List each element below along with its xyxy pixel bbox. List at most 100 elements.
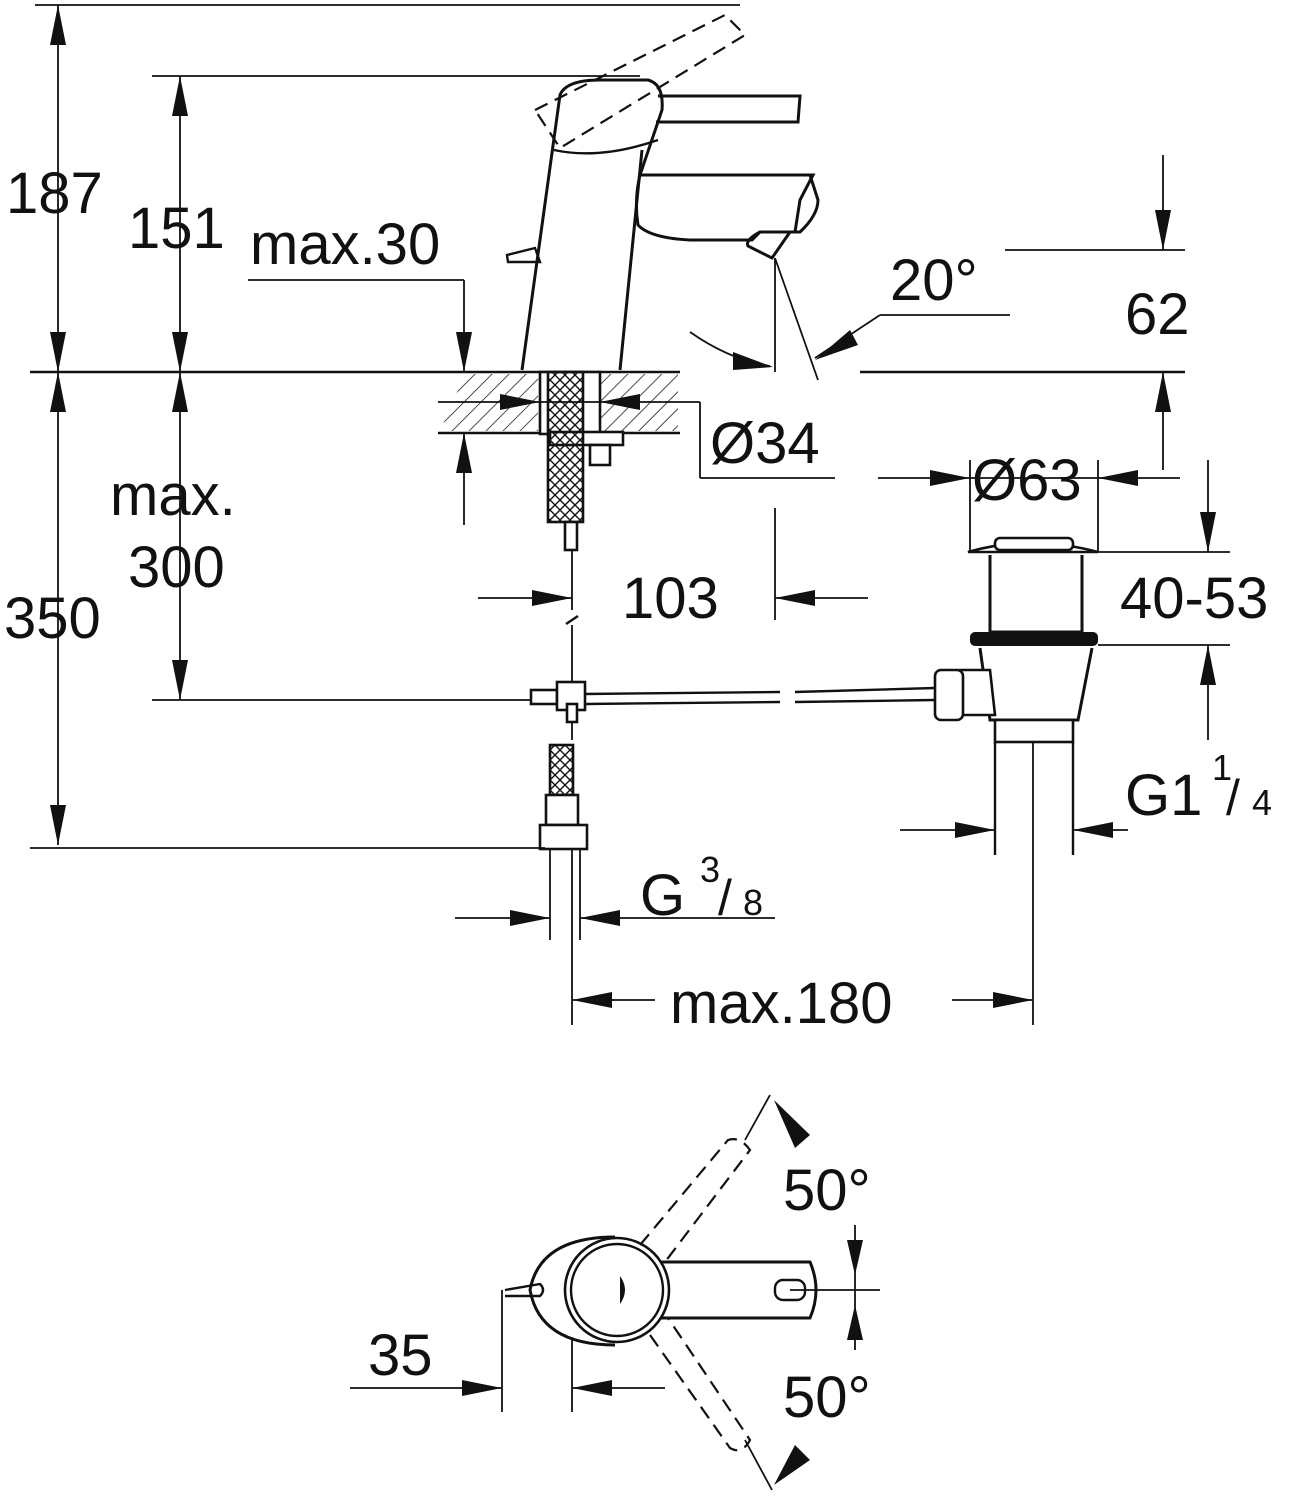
dim-20-arrow-right <box>815 330 858 360</box>
dim-50-top-arrow <box>774 1100 810 1148</box>
dim-62-arrow-bottom <box>1155 372 1171 412</box>
linkage-rod-bottom-right <box>794 698 936 704</box>
label-4053: 40-53 <box>1120 566 1268 631</box>
label-g114-slash: / <box>1226 770 1240 826</box>
drain-assembly <box>933 536 1099 1025</box>
label-g38-den: 8 <box>743 882 763 923</box>
faucet-cap-line <box>553 138 659 155</box>
lever-handle <box>656 94 802 124</box>
lever-raised-position <box>533 13 747 150</box>
label-20deg: 20° <box>890 248 978 313</box>
linkage-vertical-pin <box>565 702 579 724</box>
dim-62-arrow-top <box>1155 210 1171 250</box>
mount-nut-lower <box>588 443 612 467</box>
top-view-cartridge-inner <box>569 1242 665 1338</box>
dim-35-arrow-right <box>572 1380 612 1396</box>
top-view-lever-rotated-down <box>649 1317 752 1452</box>
dim-151-arrow-top <box>172 76 188 116</box>
dim-151-arrow-bottom <box>172 332 188 372</box>
dim-35-arrow-left <box>462 1380 502 1396</box>
label-35: 35 <box>368 1323 433 1388</box>
spout <box>655 173 820 260</box>
drain-pivot-nut <box>933 668 965 722</box>
dim-20-arc <box>689 331 771 367</box>
label-187: 187 <box>6 161 103 226</box>
dim-103-arrow-left <box>532 590 572 606</box>
dim-300-arrow-top <box>172 372 188 412</box>
popup-rod <box>505 246 542 264</box>
dim-20-incline <box>774 257 819 381</box>
drain-pivot-connector <box>958 668 997 717</box>
hose-fitting-lower <box>544 793 580 827</box>
faucet-top-view <box>350 1094 880 1491</box>
label-dia63: Ø63 <box>972 448 1082 513</box>
dim-350-arrow-top <box>50 372 66 412</box>
label-max180: max.180 <box>670 971 892 1036</box>
braided-hose-upper <box>546 370 585 524</box>
label-350: 350 <box>4 586 101 651</box>
label-g114-num: 1 <box>1212 747 1232 788</box>
top-view-lever-rotated-up <box>639 1138 752 1263</box>
dim-187-arrow-top <box>50 5 66 45</box>
top-view-body <box>528 1235 616 1347</box>
faucet-side-view <box>30 13 1185 1025</box>
dim-4053-arrow-bottom <box>1200 645 1216 685</box>
dim-50-top-ext <box>744 1094 771 1141</box>
label-g38-slash: / <box>718 870 732 926</box>
dim-187-arrow-bottom <box>50 332 66 372</box>
faucet-body-right <box>618 149 644 371</box>
label-g114: G1 <box>1125 763 1202 828</box>
linkage-rod-bottom <box>584 700 781 706</box>
top-view-indicator <box>620 1276 625 1304</box>
dimension-labels: 187 151 max.30 20° 62 Ø34 Ø63 max. 300 3… <box>4 161 1272 1430</box>
dim-4053-arrow-top <box>1200 512 1216 552</box>
label-103: 103 <box>622 566 719 631</box>
dim-50-center-arrow-bottom <box>847 1305 863 1340</box>
dimension-lines <box>30 4 1230 1008</box>
label-g114-main: G1 <box>1125 763 1202 828</box>
drain-lower-body <box>978 647 1094 722</box>
drain-cap <box>993 536 1075 552</box>
dim-300-arrow-bottom <box>172 660 188 700</box>
hose-connector-nut <box>538 823 589 851</box>
dim-63-arrow-right <box>1098 470 1138 486</box>
dim-max30-arrow-bottom <box>456 433 472 473</box>
dim-63-arrow-left <box>930 470 970 486</box>
dim-180-arrow-left <box>572 992 612 1008</box>
dim-350-arrow-bottom <box>50 805 66 845</box>
dim-50-bottom-arrow <box>774 1445 810 1485</box>
dim-20-arrow-left <box>733 352 773 370</box>
braided-hose-lower <box>548 743 575 797</box>
drain-body <box>988 555 1084 634</box>
hose-break-mark <box>565 615 579 625</box>
dim-g114-arrow-left <box>955 822 995 838</box>
label-50-bottom: 50° <box>783 1365 871 1430</box>
dim-180-arrow-right <box>993 992 1033 1008</box>
label-151: 151 <box>128 196 225 261</box>
dim-50-center-arrow-top <box>847 1240 863 1275</box>
drain-gasket <box>970 632 1098 646</box>
linkage-rod-top <box>584 690 781 696</box>
dim-103-arrow-right <box>775 590 815 606</box>
label-62: 62 <box>1125 282 1190 347</box>
dim-max30-arrow-top <box>456 332 472 372</box>
dim-34-arrow-right <box>600 394 640 410</box>
dim-g38-arrow-left <box>510 910 550 926</box>
dim-g114-arrow-right <box>1073 822 1113 838</box>
label-300: 300 <box>128 535 225 600</box>
drain-tailpiece <box>993 718 1075 744</box>
hose-fitting-upper <box>563 520 579 552</box>
label-g38-main: G <box>640 863 685 928</box>
top-view-cartridge <box>563 1236 671 1344</box>
label-dia34: Ø34 <box>710 411 820 476</box>
label-50-top: 50° <box>783 1158 871 1223</box>
label-max30: max.30 <box>250 212 440 277</box>
label-g38-num: 3 <box>700 849 720 890</box>
label-g114-den: 4 <box>1252 782 1272 823</box>
top-view-popup-knob <box>504 1282 545 1298</box>
linkage-rod-top-right <box>794 686 936 694</box>
label-max: max. <box>110 463 236 528</box>
dim-g38-arrow-right <box>580 910 620 926</box>
dim-50-bottom-ext <box>744 1439 773 1491</box>
